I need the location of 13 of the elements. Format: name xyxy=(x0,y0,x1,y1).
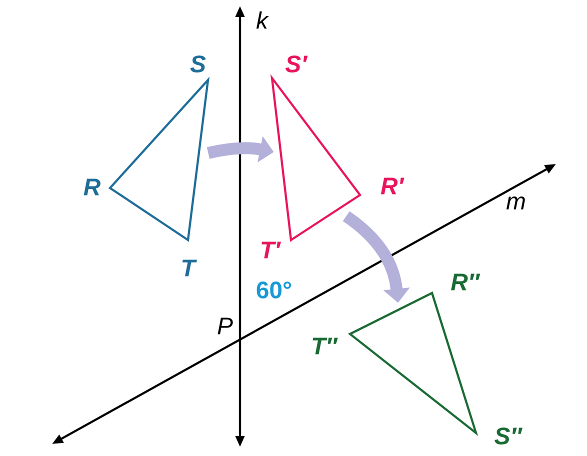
vertex-label: S xyxy=(190,56,206,72)
vertex-label: S′ xyxy=(285,56,308,72)
vertex-label: R′ xyxy=(380,178,404,194)
vertex-label: S″ xyxy=(494,428,523,444)
point-label: P xyxy=(218,318,233,334)
vertex-label: T″ xyxy=(312,338,338,354)
line-label: k xyxy=(256,11,269,29)
vertex-label: R″ xyxy=(451,274,480,290)
vertex-label: R xyxy=(84,178,100,196)
line-label: m xyxy=(506,196,525,210)
vertex-label: T′ xyxy=(262,242,282,258)
vertex-label: T xyxy=(182,260,197,276)
angle-label: 60° xyxy=(256,282,292,298)
